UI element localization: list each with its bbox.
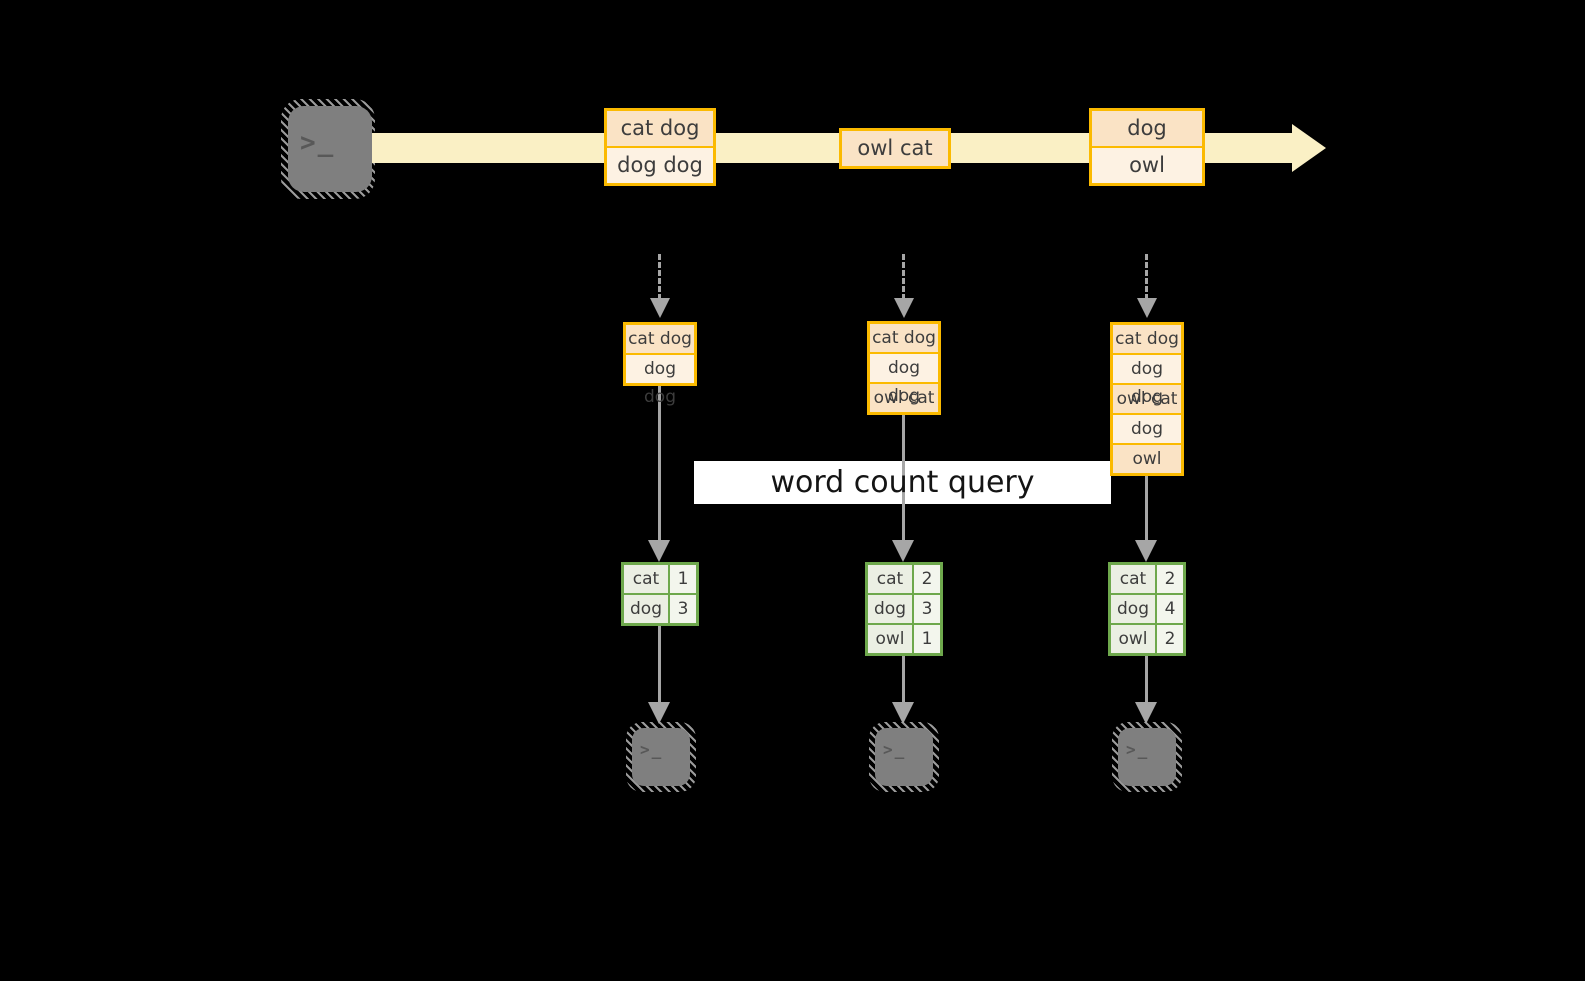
state-record: dog dog bbox=[870, 352, 938, 406]
result-arrow-line bbox=[658, 626, 661, 702]
state-record: owl cat bbox=[1113, 383, 1181, 413]
stream-arrowhead-icon bbox=[1292, 124, 1326, 172]
query-label: word count query bbox=[770, 465, 1035, 500]
count-cell: 2 bbox=[912, 565, 940, 593]
state-record: dog bbox=[1113, 413, 1181, 443]
terminal-screen: >_ bbox=[1118, 728, 1176, 786]
sink-terminal-icon: >_ bbox=[869, 722, 939, 792]
count-cell: 4 bbox=[1155, 595, 1183, 623]
stream-record: dog dog bbox=[607, 146, 713, 183]
result-arrowhead-icon bbox=[648, 702, 670, 724]
dashed-arrowhead-icon bbox=[894, 298, 914, 318]
table-row: dog 4 bbox=[1111, 593, 1183, 623]
word-count-table-2: cat 2 dog 3 owl 1 bbox=[865, 562, 943, 656]
terminal-prompt-glyph: >_ bbox=[883, 740, 907, 759]
stream-record: cat dog bbox=[607, 111, 713, 146]
sink-terminal-icon: >_ bbox=[1112, 722, 1182, 792]
state-buffer-3: cat dog dog dog owl cat dog owl bbox=[1110, 322, 1184, 476]
query-arrowhead-icon bbox=[892, 540, 914, 562]
word-cell: cat bbox=[868, 565, 912, 593]
query-arrow-line bbox=[902, 415, 905, 540]
dashed-arrow-line bbox=[1145, 254, 1148, 300]
state-buffer-2: cat dog dog dog owl cat bbox=[867, 321, 941, 415]
word-cell: owl bbox=[868, 625, 912, 653]
word-cell: dog bbox=[868, 595, 912, 623]
word-count-table-1: cat 1 dog 3 bbox=[621, 562, 699, 626]
dashed-arrow-line bbox=[902, 254, 905, 300]
word-count-table-3: cat 2 dog 4 owl 2 bbox=[1108, 562, 1186, 656]
count-cell: 2 bbox=[1155, 565, 1183, 593]
stream-record: owl cat bbox=[842, 131, 948, 166]
sink-terminal-icon: >_ bbox=[626, 722, 696, 792]
state-buffer-1: cat dog dog dog bbox=[623, 322, 697, 407]
table-row: cat 1 bbox=[624, 565, 696, 593]
stream-batch-2: owl cat bbox=[839, 128, 951, 169]
table-row: dog 3 bbox=[624, 593, 696, 623]
word-cell: cat bbox=[1111, 565, 1155, 593]
query-arrowhead-icon bbox=[648, 540, 670, 562]
word-cell: owl bbox=[1111, 625, 1155, 653]
source-terminal-icon: >_ bbox=[281, 99, 375, 199]
table-row: cat 2 bbox=[1111, 565, 1183, 593]
table-row: owl 1 bbox=[868, 623, 940, 653]
query-arrowhead-icon bbox=[1135, 540, 1157, 562]
state-record: dog dog bbox=[626, 353, 694, 407]
dashed-arrowhead-icon bbox=[1137, 298, 1157, 318]
terminal-screen: >_ bbox=[875, 728, 933, 786]
table-row: cat 2 bbox=[868, 565, 940, 593]
terminal-prompt-glyph: >_ bbox=[640, 740, 664, 759]
state-record: owl cat bbox=[870, 382, 938, 412]
stream-batch-1: cat dog dog dog bbox=[604, 108, 716, 186]
word-cell: dog bbox=[624, 595, 668, 623]
state-record: cat dog bbox=[870, 324, 938, 352]
stream-record: owl bbox=[1092, 146, 1202, 183]
dashed-arrow-line bbox=[658, 254, 661, 300]
terminal-screen: >_ bbox=[288, 106, 372, 192]
count-cell: 1 bbox=[668, 565, 696, 593]
state-record: dog dog bbox=[1113, 353, 1181, 407]
table-row: owl 2 bbox=[1111, 623, 1183, 653]
word-cell: cat bbox=[624, 565, 668, 593]
stream-record: dog bbox=[1092, 111, 1202, 146]
query-arrow-line bbox=[658, 386, 661, 540]
stream-batch-3: dog owl bbox=[1089, 108, 1205, 186]
query-arrow-line bbox=[1145, 476, 1148, 540]
result-arrow-line bbox=[1145, 656, 1148, 702]
result-arrow-line bbox=[902, 656, 905, 702]
result-arrowhead-icon bbox=[892, 702, 914, 724]
count-cell: 2 bbox=[1155, 625, 1183, 653]
state-record: owl bbox=[1113, 443, 1181, 473]
result-arrowhead-icon bbox=[1135, 702, 1157, 724]
table-row: dog 3 bbox=[868, 593, 940, 623]
count-cell: 3 bbox=[912, 595, 940, 623]
word-cell: dog bbox=[1111, 595, 1155, 623]
count-cell: 3 bbox=[668, 595, 696, 623]
state-record: cat dog bbox=[626, 325, 694, 353]
dashed-arrowhead-icon bbox=[650, 298, 670, 318]
terminal-prompt-glyph: >_ bbox=[300, 128, 336, 158]
terminal-screen: >_ bbox=[632, 728, 690, 786]
terminal-prompt-glyph: >_ bbox=[1126, 740, 1150, 759]
count-cell: 1 bbox=[912, 625, 940, 653]
state-record: cat dog bbox=[1113, 325, 1181, 353]
